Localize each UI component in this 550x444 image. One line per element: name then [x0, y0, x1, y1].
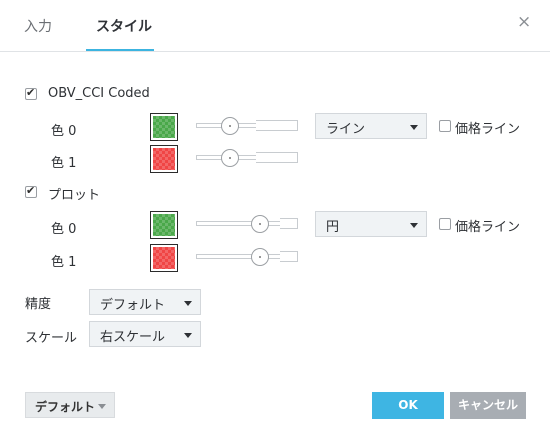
obv-price-line-checkbox[interactable]	[439, 120, 451, 132]
slider-knob[interactable]	[251, 215, 269, 233]
obv-color0-opacity-slider[interactable]	[196, 117, 298, 135]
precision-select[interactable]: デフォルト	[89, 289, 201, 315]
obv-color0-swatch[interactable]	[150, 113, 178, 141]
tab-input[interactable]: 入力	[24, 19, 52, 35]
chevron-down-icon	[410, 223, 418, 228]
slider-track-end	[280, 251, 298, 262]
obv-color0-label: 色 0	[51, 124, 77, 139]
plot-color1-fill	[153, 247, 175, 269]
plot-color0-opacity-slider[interactable]	[196, 215, 298, 233]
scale-select[interactable]: 右スケール	[89, 321, 201, 347]
obv-plot-type-select[interactable]: ライン	[315, 113, 427, 139]
obv-color1-label: 色 1	[51, 156, 77, 171]
slider-knob[interactable]	[251, 248, 269, 266]
slider-knob[interactable]	[221, 117, 239, 135]
obv-color1-fill	[153, 148, 175, 170]
plot-label: プロット	[48, 188, 101, 203]
chevron-down-icon	[98, 404, 106, 409]
scale-value: 右スケール	[100, 330, 166, 345]
tab-bar: 入力 スタイル ×	[0, 0, 550, 52]
obv-color0-fill	[153, 116, 175, 138]
plot-color1-opacity-slider[interactable]	[196, 248, 298, 266]
obv-price-line-label: 価格ライン	[455, 122, 521, 137]
plot-type-select[interactable]: 円	[315, 211, 427, 237]
plot-checkbox[interactable]	[25, 184, 37, 198]
active-tab-indicator	[86, 49, 154, 51]
plot-color0-swatch[interactable]	[150, 211, 178, 239]
plot-type-value: 円	[326, 220, 340, 235]
obv-color1-swatch[interactable]	[150, 145, 178, 173]
close-icon[interactable]: ×	[517, 12, 532, 32]
cancel-button[interactable]: キャンセル	[450, 392, 526, 419]
obv-color1-opacity-slider[interactable]	[196, 149, 298, 167]
plot-price-line-label: 価格ライン	[455, 220, 521, 235]
slider-track-end	[256, 120, 298, 131]
obv-label: OBV_CCI Coded	[48, 86, 150, 101]
slider-track-end	[256, 152, 298, 163]
plot-color0-fill	[153, 214, 175, 236]
tab-style[interactable]: スタイル	[96, 19, 152, 35]
defaults-label: デフォルト	[35, 400, 96, 414]
plot-color1-swatch[interactable]	[150, 244, 178, 272]
precision-label: 精度	[25, 297, 52, 312]
plot-color0-label: 色 0	[51, 222, 77, 237]
defaults-dropdown-button[interactable]: デフォルト	[25, 392, 115, 418]
precision-value: デフォルト	[100, 298, 166, 313]
ok-button[interactable]: OK	[372, 392, 444, 419]
chevron-down-icon	[184, 301, 192, 306]
obv-plot-type-value: ライン	[326, 122, 366, 137]
scale-label: スケール	[25, 331, 78, 346]
slider-track-end	[280, 218, 298, 229]
plot-color1-label: 色 1	[51, 255, 77, 270]
plot-price-line-checkbox[interactable]	[439, 218, 451, 230]
slider-knob[interactable]	[221, 149, 239, 167]
chevron-down-icon	[410, 125, 418, 130]
chevron-down-icon	[184, 333, 192, 338]
obv-checkbox[interactable]	[25, 86, 37, 100]
